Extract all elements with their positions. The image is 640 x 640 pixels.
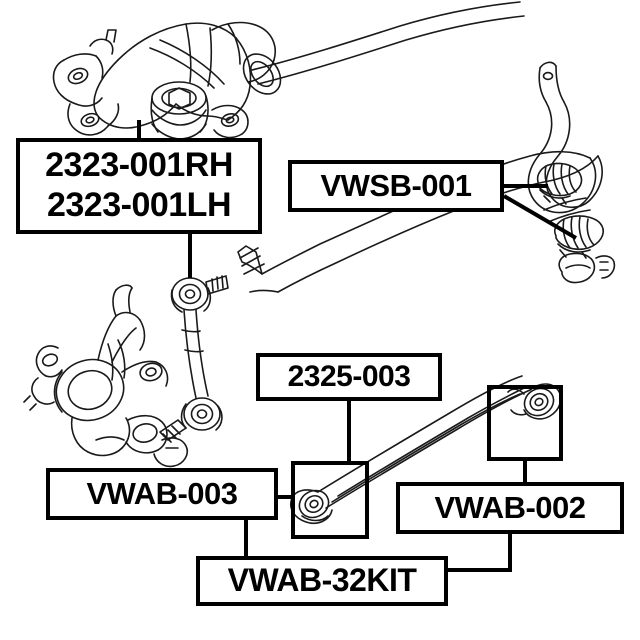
label-stabilizer-bushing[interactable]: VWSB-001: [288, 160, 504, 212]
label-text-vwsb-001: VWSB-001: [320, 167, 472, 203]
leader-sb-lower: [502, 194, 578, 240]
label-text-2323-001lh: 2323-001LH: [46, 186, 232, 225]
label-text-vwab-003: VWAB-003: [86, 475, 238, 511]
label-text-2325-003: 2325-003: [287, 360, 411, 394]
label-text-vwab-002: VWAB-002: [434, 489, 586, 525]
label-bushing-kit[interactable]: VWAB-32KIT: [196, 556, 448, 606]
label-upper-control-arm[interactable]: 2323-001RH 2323-001LH: [16, 138, 262, 234]
bushing-highlight-outer: [487, 385, 563, 461]
bushing-highlight-inner: [291, 461, 369, 539]
label-arm-bushing-outer[interactable]: VWAB-002: [396, 482, 624, 534]
label-track-control-arm[interactable]: 2325-003: [256, 353, 442, 401]
label-text-2323-001rh: 2323-001RH: [45, 146, 233, 185]
label-arm-bushing-inner[interactable]: VWAB-003: [46, 468, 278, 520]
label-text-vwab-32kit: VWAB-32KIT: [227, 562, 417, 599]
